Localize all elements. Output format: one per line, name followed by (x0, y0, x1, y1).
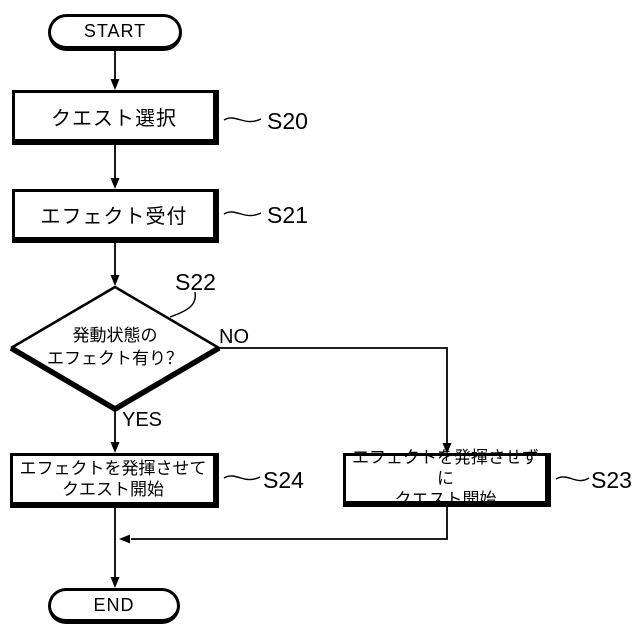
end-label: END (93, 594, 135, 615)
process-s24-line1: エフェクトを発揮させて (19, 459, 207, 478)
process-s23-line2: クエスト開始 (394, 490, 497, 509)
arrowhead-into-s23 (442, 443, 452, 454)
decision-line2: エフェクト有り？ (47, 349, 183, 368)
branch-yes-label: YES (122, 409, 163, 431)
arrowhead-into-s20 (110, 79, 120, 90)
start-label: START (83, 21, 147, 41)
step-tag-s22: S22 (175, 269, 216, 295)
leader-s21 (223, 211, 262, 217)
decision-effect-active: 発動状態の エフェクト有り？ (30, 320, 200, 374)
arrowhead-into-decision (110, 275, 120, 286)
process-start-quest-with-effect: エフェクトを発揮させて クエスト開始 (10, 453, 219, 508)
step-tag-s23: S23 (591, 467, 632, 493)
leader-s22 (169, 291, 197, 318)
arrowhead-into-end (110, 577, 120, 588)
decision-diamond-upper-edges (10, 285, 220, 350)
step-tag-s24: S24 (263, 467, 304, 493)
start-node: START (48, 14, 182, 51)
branch-no-label: NO (219, 326, 249, 348)
edge-decision-no-to-s23 (219, 347, 448, 444)
arrowhead-into-s24 (110, 442, 120, 453)
step-tag-s21: S21 (267, 202, 308, 228)
leader-s24 (223, 475, 261, 481)
arrowhead-into-s21 (110, 178, 120, 189)
process-quest-select-label: クエスト選択 (51, 107, 177, 130)
process-quest-select: クエスト選択 (12, 90, 219, 145)
leader-s20 (223, 117, 262, 123)
process-effect-accept: エフェクト受付 (12, 189, 219, 243)
process-s24-line2: クエスト開始 (62, 480, 164, 499)
decision-line1: 発動状態の (72, 326, 158, 345)
end-node: END (48, 588, 180, 624)
leader-s23 (555, 476, 590, 482)
arrowhead-merge-left (119, 534, 130, 544)
process-start-quest-without-effect: エフェクトを発揮させずに クエスト開始 (343, 448, 551, 509)
edge-s23-to-merge (131, 507, 448, 540)
process-s23-line1: エフェクトを発揮させずに (352, 448, 539, 488)
step-tag-s20: S20 (267, 108, 308, 134)
decision-diamond-lower-edges (9, 345, 221, 413)
process-effect-accept-label: エフェクト受付 (40, 206, 188, 228)
